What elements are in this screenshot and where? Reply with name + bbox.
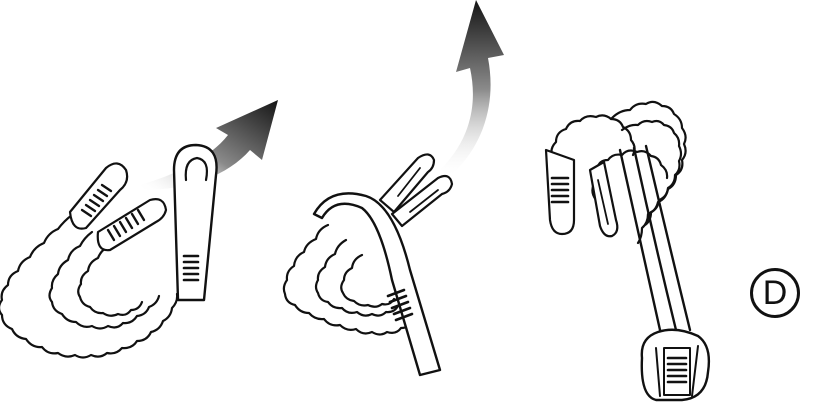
bungee-cord-third (78, 245, 142, 316)
sewn-end-tab-1 (546, 150, 574, 234)
lanyard-figure-1 (0, 100, 278, 358)
upward-arrow-icon (440, 0, 504, 178)
step-label-text: D (763, 276, 788, 310)
step-label-badge: D (750, 268, 800, 318)
bungee-cord-third (341, 255, 394, 307)
lanyard-figure-2 (284, 0, 504, 375)
girth-hitch-knot (642, 330, 709, 400)
webbing-folded (314, 193, 440, 375)
sewn-end-tab-2 (98, 199, 166, 250)
lanyard-figure-3 (546, 102, 709, 400)
bungee-cord-outer (0, 215, 177, 358)
sewn-end-tab-2 (590, 162, 617, 236)
webbing-loop (174, 145, 217, 300)
